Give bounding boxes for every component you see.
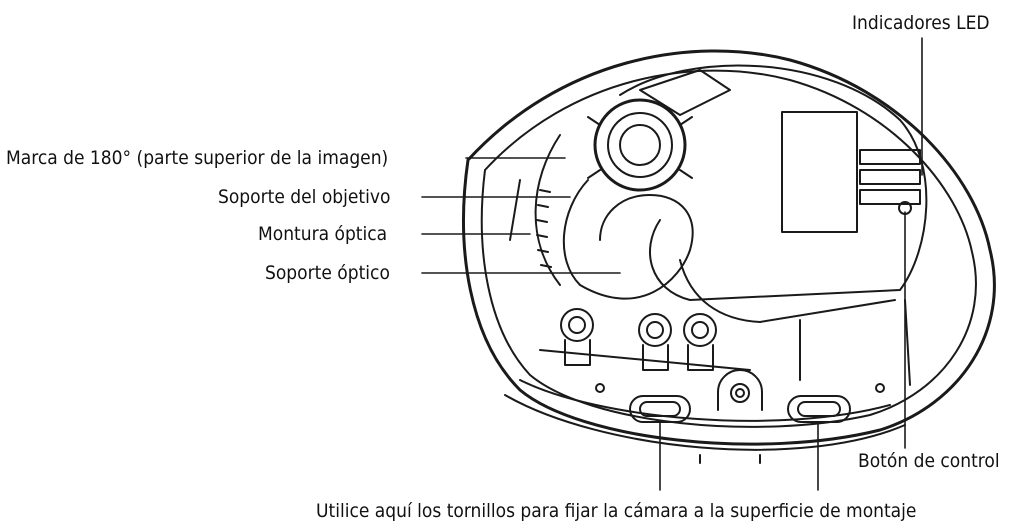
connector-screws	[540, 309, 750, 370]
label-optical-mount: Montura óptica	[258, 223, 387, 245]
label-led-indicators: Indicadores LED	[852, 12, 990, 34]
label-control-button: Botón de control	[858, 450, 1000, 472]
led-panel	[782, 112, 920, 232]
dome-cover	[620, 65, 926, 385]
label-screws-note: Utilice aquí los tornillos para fijar la…	[316, 500, 916, 522]
center-boss	[718, 370, 762, 410]
label-mark-180: Marca de 180° (parte superior de la imag…	[6, 147, 388, 169]
side-wall-line	[510, 180, 520, 240]
label-optical-support: Soporte óptico	[265, 262, 390, 284]
label-lens-holder: Soporte del objetivo	[218, 186, 390, 208]
